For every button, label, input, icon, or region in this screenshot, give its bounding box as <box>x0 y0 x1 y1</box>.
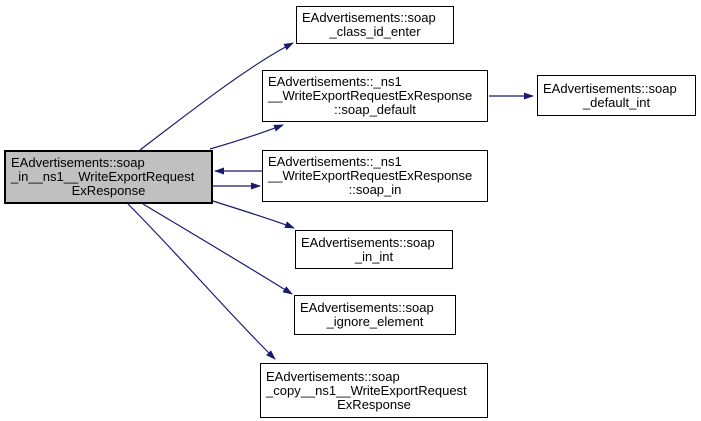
node-label-line: EAdvertisements::soap <box>300 300 434 315</box>
graph-node-soap-class-id-enter[interactable]: EAdvertisements::soap_class_id_enter <box>296 6 454 44</box>
edge-soap-in-ns1-write-export-request-ex-response-to-soap-class-id-enter <box>139 42 294 151</box>
node-label-line: EAdvertisements::soap <box>266 368 400 384</box>
node-label-line: ExResponse <box>337 396 411 412</box>
node-label-line: EAdvertisements::_ns1 <box>268 154 402 169</box>
edge-soap-in-ns1-write-export-request-ex-response-to-soap-in-int <box>212 200 295 229</box>
node-label-line: __WriteExportRequestExResponse <box>268 88 473 103</box>
node-label-line: EAdvertisements::_ns1 <box>268 74 402 89</box>
graph-node-soap-in-ns1-write-export-request-ex-response[interactable]: EAdvertisements::soap_in__ns1__WriteExpo… <box>4 150 213 204</box>
graph-node-soap-in-int[interactable]: EAdvertisements::soap_in_int <box>295 230 453 269</box>
node-label-line: _ignore_element <box>326 314 424 329</box>
node-label-line: ExResponse <box>71 183 146 198</box>
node-label-line: ::soap_in <box>348 182 402 197</box>
node-label-line: _in__ns1__WriteExportRequest <box>11 169 195 184</box>
edge-soap-in-ns1-write-export-request-ex-response-to-soap-ignore-element <box>142 203 293 295</box>
edge-soap-in-ns1-write-export-request-ex-response-to-soap-copy-ns1-write-export-request-ex-response <box>127 203 276 360</box>
edge-soap-in-ns1-write-export-request-ex-response-to-ns1-write-export-request-ex-response-soap-default <box>209 124 284 150</box>
node-label-line: EAdvertisements::soap <box>543 80 677 96</box>
node-label-line: _copy__ns1__WriteExportRequest <box>266 382 467 398</box>
graph-node-ns1-write-export-request-ex-response-soap-in[interactable]: EAdvertisements::_ns1__WriteExportReques… <box>262 150 488 202</box>
node-label-line: _in_int <box>354 248 394 264</box>
node-label-line: EAdvertisements::soap <box>301 234 435 250</box>
node-label-line: _class_id_enter <box>329 24 421 39</box>
graph-node-soap-ignore-element[interactable]: EAdvertisements::soap_ignore_element <box>294 295 456 335</box>
node-label-line: ::soap_default <box>334 102 416 117</box>
graph-node-soap-default-int[interactable]: EAdvertisements::soap_default_int <box>537 75 696 116</box>
node-label-line: __WriteExportRequestExResponse <box>268 168 473 183</box>
graph-node-ns1-write-export-request-ex-response-soap-default[interactable]: EAdvertisements::_ns1__WriteExportReques… <box>262 70 488 122</box>
node-label-line: _default_int <box>582 94 651 110</box>
node-label-line: EAdvertisements::soap <box>11 155 145 170</box>
node-label-line: EAdvertisements::soap <box>302 10 436 25</box>
graph-node-soap-copy-ns1-write-export-request-ex-response[interactable]: EAdvertisements::soap_copy__ns1__WriteEx… <box>260 363 488 418</box>
